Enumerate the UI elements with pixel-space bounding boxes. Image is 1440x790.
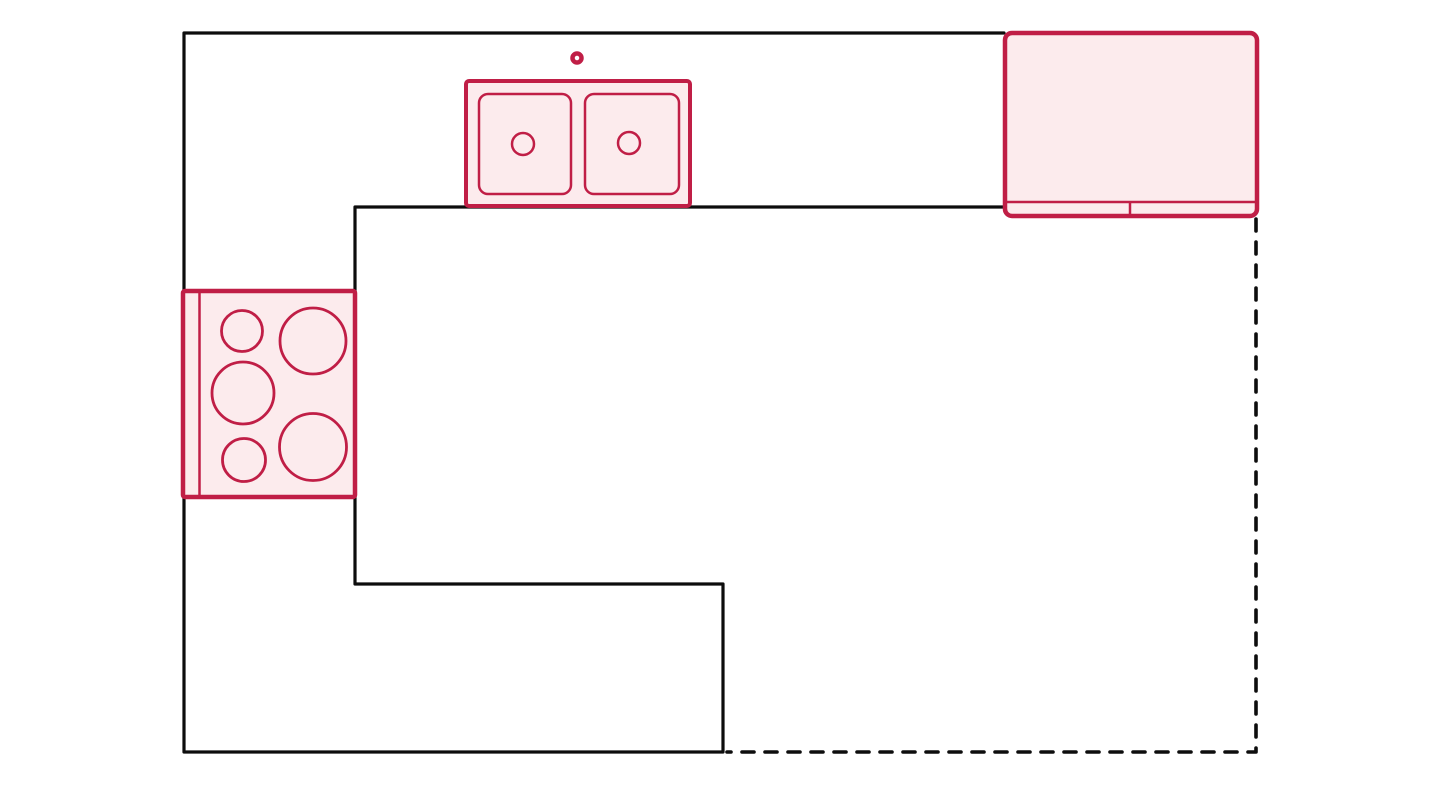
cooktop-burner-back-right: [278, 306, 348, 376]
counter-outline: [182, 31, 1006, 754]
sink-basin-left: [477, 92, 573, 196]
appliance-layer: [180, 30, 1260, 500]
open-boundary-dashed: [725, 217, 1258, 754]
cooktop-burner-front-right: [278, 412, 348, 482]
structure-layer: [182, 31, 1258, 754]
cooktop-burner-front-left: [221, 437, 267, 483]
cooktop-five-burner[interactable]: [180, 288, 358, 500]
sink-drain-left: [510, 131, 536, 157]
cooktop-body: [180, 288, 358, 500]
cooktop-burner-middle-left: [210, 360, 276, 426]
sink-basin-right: [583, 92, 681, 196]
sink-faucet: [570, 51, 584, 65]
refrigerator[interactable]: [1002, 30, 1260, 219]
sink-drain-right: [616, 130, 642, 156]
sink-double-basin[interactable]: [464, 51, 692, 208]
sink-body: [464, 79, 692, 208]
refrigerator-body: [1002, 30, 1260, 219]
cooktop-burner-back-left: [220, 309, 264, 353]
